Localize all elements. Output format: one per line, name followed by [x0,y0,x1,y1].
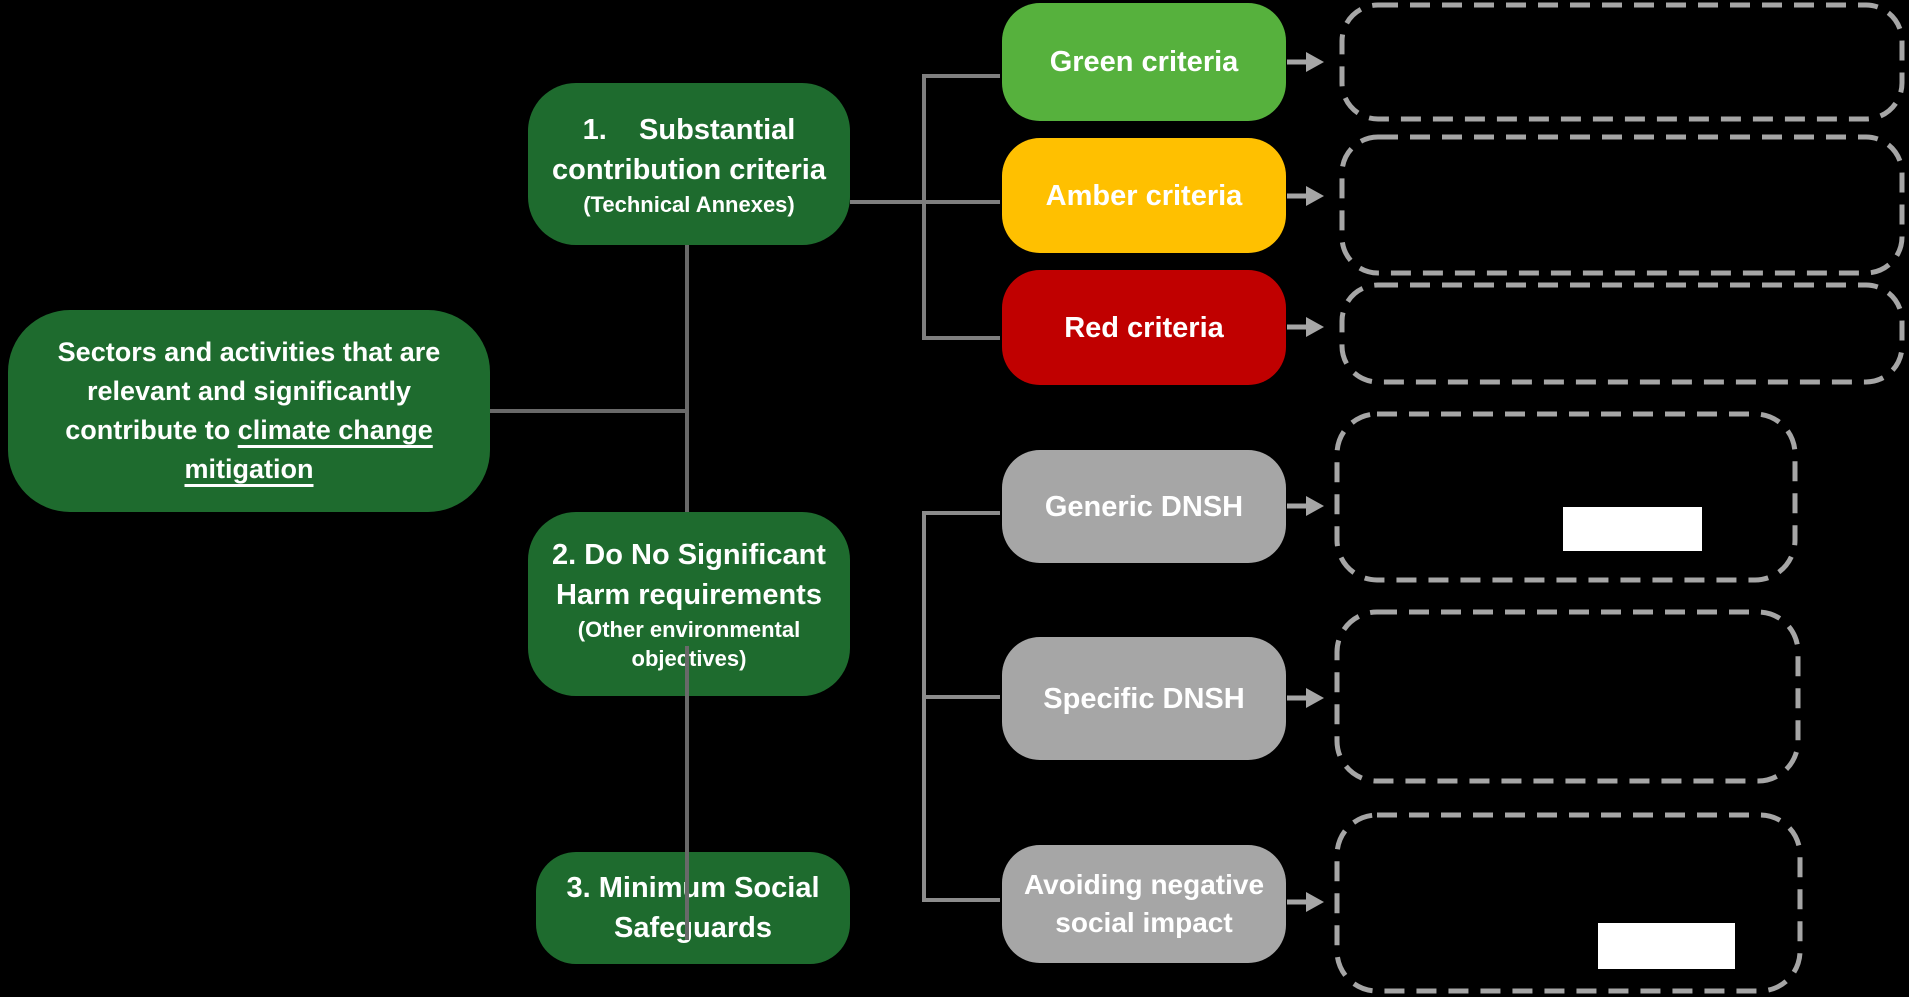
dnsh-req-subtitle-line2: objectives) [631,646,747,671]
minimum-social-safeguards-box: 3. Minimum Social Safeguards [536,852,850,964]
root-box-underlined-text: climate change [237,415,433,445]
arrow-specific-dnsh [1287,688,1324,708]
specific-dnsh-label: Specific DNSH [1043,682,1245,715]
avoiding-social-label2: social impact [1055,907,1233,938]
root-box-line2: relevant and significantly [86,376,412,406]
dnsh-requirements-box: 2. Do No Significant Harm requirements (… [528,512,850,696]
result-placeholder-specific-dnsh [1334,609,1801,784]
substantial-contribution-box: 1. Substantial contribution criteria (Te… [528,83,850,245]
dnsh-req-line2: Harm requirements [556,579,822,611]
root-box-line3: contribute to climate change [65,411,433,450]
mss-line2: Safeguards [614,912,772,944]
green-criteria-label: Green criteria [1049,46,1239,78]
mss-line1: 3. Minimum Social [566,872,820,904]
arrow-avoiding-social [1287,892,1324,912]
root-box: Sectors and activities that are relevant… [8,310,490,512]
result-placeholder-generic-dnsh [1334,411,1798,583]
redacted-white-rect-generic [1563,507,1702,551]
generic-dnsh-label: Generic DNSH [1044,490,1244,523]
green-criteria-box: Green criteria [1002,3,1286,121]
substantial-subtitle: (Technical Annexes) [583,191,795,217]
root-box-underlined-text-2: mitigation [184,454,314,484]
red-criteria-label: Red criteria [1064,311,1224,344]
result-placeholder-avoiding-social [1334,812,1803,994]
substantial-line2: contribution criteria [552,153,826,186]
result-placeholder-amber [1339,134,1905,276]
specific-dnsh-box: Specific DNSH [1002,637,1286,760]
arrow-generic-dnsh [1287,496,1324,516]
arrow-amber-criteria [1287,186,1324,206]
arrow-red-criteria [1287,317,1324,337]
red-criteria-box: Red criteria [1002,270,1286,385]
redacted-white-rect-avoiding [1598,923,1735,969]
amber-criteria-box: Amber criteria [1002,138,1286,253]
dnsh-req-subtitle-line1: (Other environmental [577,617,801,642]
arrow-green-criteria [1287,52,1324,72]
result-placeholder-green [1339,2,1905,122]
avoiding-negative-social-impact-box: Avoiding negative social impact [1002,845,1286,963]
result-placeholder-red [1339,282,1905,385]
avoiding-social-label: Avoiding negative [1023,869,1265,900]
generic-dnsh-box: Generic DNSH [1002,450,1286,563]
amber-criteria-label: Amber criteria [1045,179,1243,212]
root-box-line1: Sectors and activities that are [57,337,441,367]
dnsh-req-line1: 2. Do No Significant [552,539,826,571]
root-box-line4: mitigation [185,450,314,489]
substantial-line1: 1. Substantial [582,113,796,146]
root-box-line3-prefix: contribute to [65,415,238,445]
